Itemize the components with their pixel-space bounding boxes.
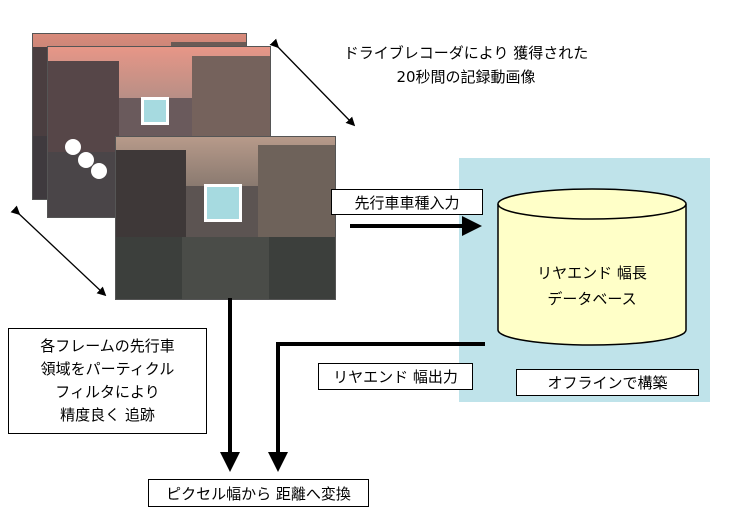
frame-span-arrow xyxy=(10,205,107,297)
pixel-to-distance-box: ピクセル幅から 距離へ変換 xyxy=(148,479,369,507)
rear-width-output-arrow xyxy=(268,342,485,472)
rear-width-output-box: リヤエンド 幅出力 xyxy=(318,363,473,390)
tracking-description-box: 各フレームの先行車 領域をパーティクル フィルタにより 精度良く 追跡 xyxy=(8,328,207,434)
preceding-vehicle-region xyxy=(204,184,242,222)
ellipsis-dots-icon xyxy=(78,152,94,168)
preceding-vehicle-region xyxy=(141,97,169,125)
database-label-line1: リヤエンド 幅長 xyxy=(537,264,647,282)
video-caption-line1: ドライブレコーダにより 獲得された xyxy=(343,44,589,62)
cylinder-icon xyxy=(497,188,687,346)
video-frame-front xyxy=(115,136,336,300)
ellipsis-dots-icon xyxy=(91,163,107,179)
frame-span-arrow xyxy=(269,38,356,127)
database-label-line2: データベース xyxy=(547,290,637,308)
vehicle-type-input-box: 先行車車種入力 xyxy=(331,189,483,215)
offline-build-label: オフラインで構築 xyxy=(516,369,699,396)
ellipsis-dots-icon xyxy=(65,139,81,155)
video-caption-line2: 20秒間の記録動画像 xyxy=(396,68,536,86)
